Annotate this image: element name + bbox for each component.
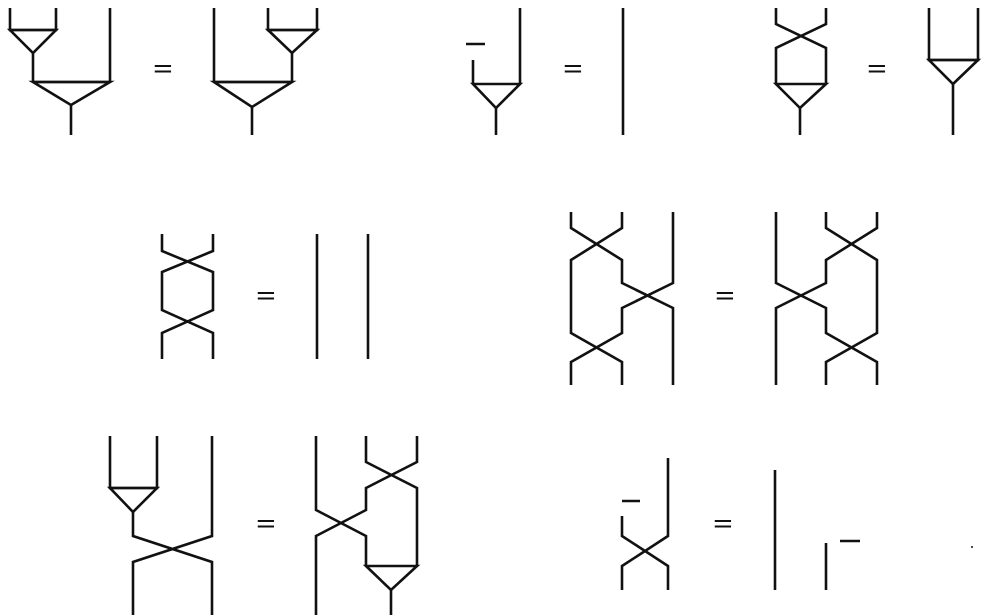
multiplication-triangle bbox=[469, 82, 524, 110]
swap-wire bbox=[131, 512, 214, 615]
multiplication-triangle bbox=[925, 58, 982, 86]
equals-sign: = bbox=[255, 509, 277, 539]
wire bbox=[108, 436, 159, 490]
wire bbox=[8, 8, 58, 32]
swap-wire bbox=[620, 458, 670, 590]
multiplication-triangle bbox=[772, 82, 830, 110]
naturality-unit-rhs bbox=[773, 470, 860, 590]
swap-involution-rhs bbox=[315, 234, 370, 359]
swap-wire bbox=[314, 436, 368, 566]
strand-b bbox=[824, 212, 879, 385]
swap-wire bbox=[160, 234, 215, 359]
strand-c bbox=[774, 212, 879, 385]
equals-sign: = bbox=[562, 54, 584, 84]
multiplication-triangle bbox=[209, 80, 297, 109]
equals-sign: = bbox=[866, 54, 888, 84]
wire bbox=[927, 8, 980, 62]
strand-b bbox=[569, 212, 624, 385]
stray-dot bbox=[971, 546, 973, 548]
yang-baxter-lhs bbox=[569, 212, 675, 385]
unit-lhs bbox=[466, 8, 524, 135]
multiplication-triangle bbox=[28, 80, 115, 107]
swap-wire bbox=[160, 234, 215, 359]
commutativity-rhs bbox=[925, 8, 982, 135]
naturality-multiplication-lhs bbox=[106, 436, 214, 615]
swap-wire bbox=[620, 516, 670, 590]
swap-wire bbox=[774, 8, 828, 84]
swap-wire bbox=[131, 436, 214, 615]
associativity-lhs bbox=[6, 8, 115, 135]
naturality-unit-lhs bbox=[620, 458, 670, 590]
commutativity-lhs bbox=[772, 8, 830, 135]
naturality-multiplication-rhs bbox=[314, 436, 421, 615]
strand-a bbox=[774, 212, 879, 385]
equals-sign: = bbox=[255, 281, 277, 311]
wire bbox=[266, 8, 319, 32]
swap-wire bbox=[364, 436, 419, 566]
yang-baxter-rhs bbox=[774, 212, 879, 385]
equals-sign: = bbox=[712, 509, 734, 539]
equals-sign: = bbox=[714, 281, 736, 311]
swap-wire bbox=[314, 436, 419, 615]
swap-involution-lhs bbox=[160, 234, 215, 359]
swap-wire bbox=[774, 8, 828, 84]
strand-a bbox=[569, 212, 675, 385]
multiplication-triangle bbox=[362, 564, 421, 592]
associativity-rhs bbox=[209, 8, 321, 135]
multiplication-triangle bbox=[264, 28, 321, 55]
multiplication-triangle bbox=[106, 486, 161, 514]
equals-sign: = bbox=[152, 54, 174, 84]
strand-c bbox=[569, 212, 675, 385]
multiplication-triangle bbox=[6, 28, 60, 55]
